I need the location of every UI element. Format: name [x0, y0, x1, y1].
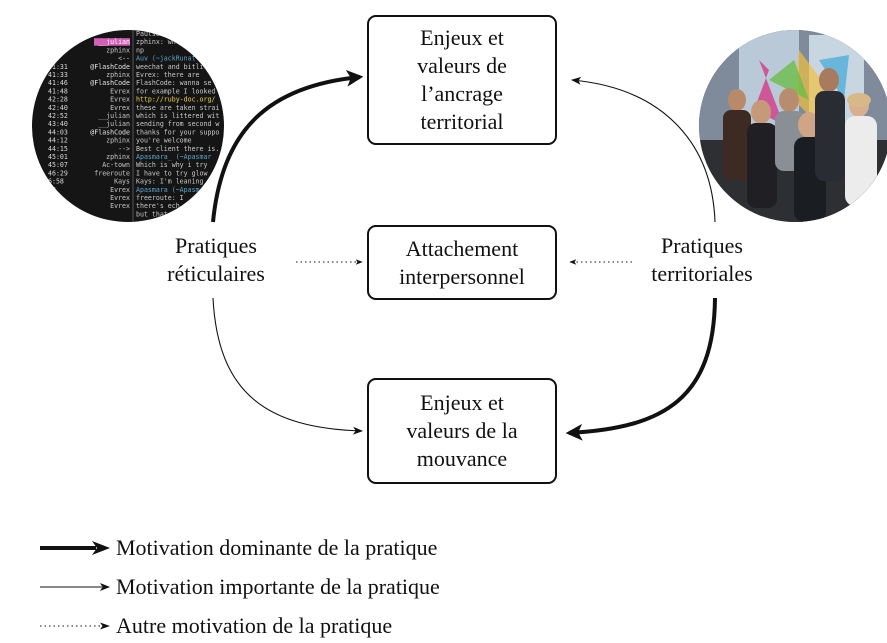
chat-message: Best client there is.: [136, 145, 219, 153]
chat-nick: @FlashCode: [90, 63, 130, 71]
chat-timestamp: 42:28: [48, 96, 68, 104]
box-mouvance-line: valeurs de la: [406, 418, 518, 444]
chat-message: sending from second w: [136, 120, 219, 128]
box-attachement-line: interpersonnel: [399, 263, 525, 289]
chat-nick: __julian: [98, 38, 130, 46]
chat-timestamp: 45:07: [48, 161, 68, 169]
chat-nick: Evrex: [110, 202, 130, 210]
box-ancrage-line: territorial: [420, 108, 504, 134]
chat-timestamp: 42:52: [48, 112, 68, 120]
chat-message: freeroute: I: [136, 194, 184, 202]
label-pratiques-reticulaires: Pratiques réticulaires: [152, 232, 280, 288]
chat-nick: Evrex: [110, 104, 130, 112]
chat-nick: Evrex: [110, 96, 130, 104]
chat-message: Auv (~jackRunat: [136, 55, 196, 63]
chat-message: I have to try glow: [136, 169, 207, 177]
box-attachement-interpersonnel: Attachement interpersonnel: [367, 225, 557, 300]
box-mouvance-line: Enjeux et: [420, 390, 504, 416]
chat-nick: Evrex: [110, 186, 130, 194]
chat-nick: Kays: [114, 178, 130, 186]
dotted-arrow-icon: [40, 622, 110, 630]
label-line: territoriales: [651, 260, 753, 286]
chat-timestamp: 41:33: [48, 71, 68, 79]
label-line: Pratiques: [661, 233, 743, 258]
legend-important: Motivation importante de la pratique: [38, 572, 440, 602]
chat-nick: __julian: [98, 112, 130, 120]
arrow-reticulaires-to-ancrage: [211, 69, 364, 223]
chat-timestamp: 41:48: [48, 87, 68, 95]
chat-message: weechat and bitli: [136, 63, 204, 71]
chat-message: you're welcome: [136, 137, 192, 145]
chat-message: Evrex: there are: [136, 71, 200, 79]
arrow-territoriales-to-ancrage: [571, 76, 716, 223]
chat-nick: zphinx: [106, 46, 130, 54]
chat-nick: zphinx: [106, 137, 130, 145]
chat-message: np: [136, 46, 144, 54]
chat-timestamp: 42:40: [48, 104, 68, 112]
arrow-reticulaires-to-mouvance: [212, 297, 363, 435]
chat-background: [32, 30, 224, 222]
chat-timestamp: 41:46: [48, 79, 68, 87]
arrow-territoriales-to-mouvance: [565, 297, 717, 441]
chat-timestamp: 45:01: [48, 153, 68, 161]
label-line: Pratiques: [175, 233, 257, 258]
thin-arrow-icon: [40, 583, 110, 591]
box-ancrage-line: l’ancrage: [421, 81, 503, 106]
chat-nick-highlight: [94, 38, 130, 46]
chat-nick: -->: [118, 145, 130, 153]
chat-nick: <--: [118, 55, 130, 63]
box-mouvance-line: mouvance: [416, 445, 508, 471]
box-ancrage-line: Enjeux et: [420, 25, 504, 51]
legend-important-label: Motivation importante de la pratique: [116, 574, 440, 599]
chat-message: for example I looked: [136, 87, 215, 95]
legend-dominant-label: Motivation dominante de la pratique: [116, 535, 438, 560]
chat-timestamp: 44:12: [48, 137, 68, 145]
box-ancrage-line: valeurs de: [417, 53, 507, 79]
chat-message: but that: [136, 210, 168, 218]
chat-timestamp: 6:58: [48, 178, 64, 186]
thick-arrow-icon: [40, 541, 110, 555]
chat-nick: zphinx: [106, 153, 130, 161]
chat-timestamp: 43:40: [48, 120, 68, 128]
chat-message: Kays: I'm leaning: [136, 178, 204, 186]
legend-other-label: Autre motivation de la pratique: [116, 613, 393, 638]
chat-nick: Evrex: [110, 194, 130, 202]
chat-message: Apasmara_ (~Apasmar: [136, 153, 211, 161]
chat-nick: zphinx: [106, 71, 130, 79]
chat-message: thanks for your suppo: [136, 128, 219, 136]
chat-message: FlashCode: wanna se: [136, 79, 211, 87]
chat-timestamp: 41:31: [48, 63, 68, 71]
chat-nick: @FlashCode: [90, 79, 130, 87]
box-attachement-line: Attachement: [405, 235, 519, 261]
chat-nick: Ac-town: [102, 161, 130, 169]
chat-timestamp: 44:03: [48, 128, 68, 136]
legend-dominant: Motivation dominante de la pratique: [38, 533, 437, 563]
chat-timestamp: 44:15: [48, 145, 68, 153]
chat-message: these are taken strai: [136, 104, 219, 112]
chat-nick: __julian: [98, 120, 130, 128]
chat-message: zphinx: wh: [136, 38, 176, 46]
chat-message: Paulsen: [136, 30, 164, 38]
chat-message: http://ruby-doc.org/: [136, 96, 215, 104]
irc-chat-screen: 01641:3141:3341:4641:4842:2842:4042:5243…: [32, 30, 224, 222]
chat-nick: Evrex: [110, 87, 130, 95]
chat-message: there's ech: [136, 202, 180, 210]
legend-other: Autre motivation de la pratique: [38, 611, 392, 641]
box-mouvance: Enjeux et valeurs de la mouvance: [367, 378, 557, 484]
chat-message: Apasmara (~Apasm: [136, 186, 200, 194]
chat-timestamp: 46:29: [48, 169, 68, 177]
chat-nick: @FlashCode: [90, 128, 130, 136]
box-ancrage-territorial: Enjeux et valeurs de l’ancrage territori…: [367, 15, 557, 145]
chat-message: Which is why i try: [136, 161, 207, 169]
chat-nick: freeroute: [94, 169, 130, 177]
label-line: réticulaires: [167, 260, 265, 286]
label-pratiques-territoriales: Pratiques territoriales: [632, 232, 772, 288]
chat-message: which is littered wit: [136, 112, 219, 120]
